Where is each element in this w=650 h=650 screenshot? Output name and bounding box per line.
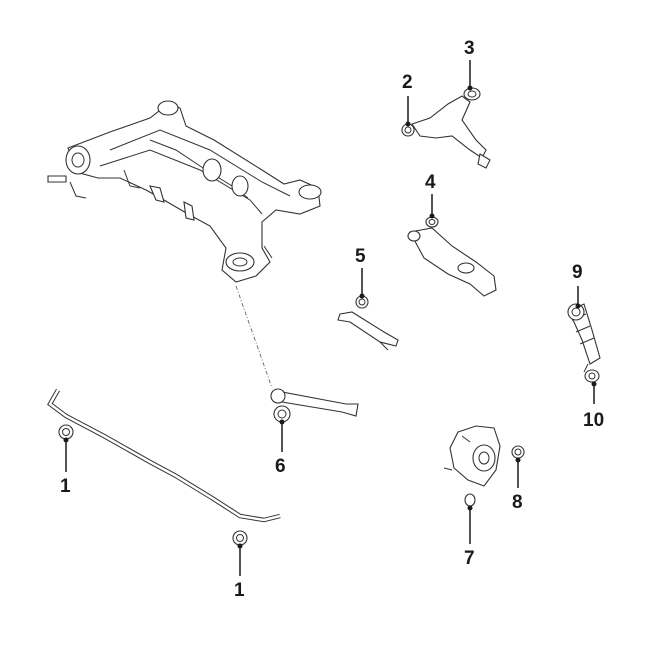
callout-3: 3	[464, 38, 475, 91]
callout-label: 9	[572, 262, 583, 283]
upper-control-arm	[401, 87, 491, 169]
callout-5: 5	[355, 246, 366, 299]
lower-control-arm	[407, 216, 497, 297]
callout-10: 10	[583, 381, 604, 431]
callout-label: 4	[425, 172, 436, 193]
callout-label: 1	[234, 580, 245, 601]
wheel-knuckle	[443, 425, 525, 507]
callout-6: 6	[275, 419, 286, 477]
trailing-link	[270, 388, 359, 423]
callout-label: 6	[275, 456, 286, 477]
callout-1-bar-right: 1	[234, 543, 245, 601]
rear-subframe	[47, 100, 322, 283]
callout-label: 3	[464, 38, 475, 59]
callout-4: 4	[425, 172, 436, 219]
callout-label: 7	[464, 548, 475, 569]
callout-8: 8	[512, 457, 523, 513]
callout-label: 10	[583, 410, 604, 431]
callout-9: 9	[572, 262, 583, 309]
callout-label: 5	[355, 246, 366, 267]
callout-7: 7	[464, 505, 475, 569]
stabilizer-bar	[47, 388, 281, 546]
callout-label: 1	[60, 476, 71, 497]
shock-absorber	[567, 303, 601, 383]
callout-label: 2	[402, 72, 413, 93]
callout-2: 2	[402, 72, 413, 127]
toe-link	[337, 295, 399, 351]
assembly-line	[235, 285, 273, 389]
callout-1-bar-left: 1	[60, 437, 71, 497]
callout-label: 8	[512, 492, 523, 513]
